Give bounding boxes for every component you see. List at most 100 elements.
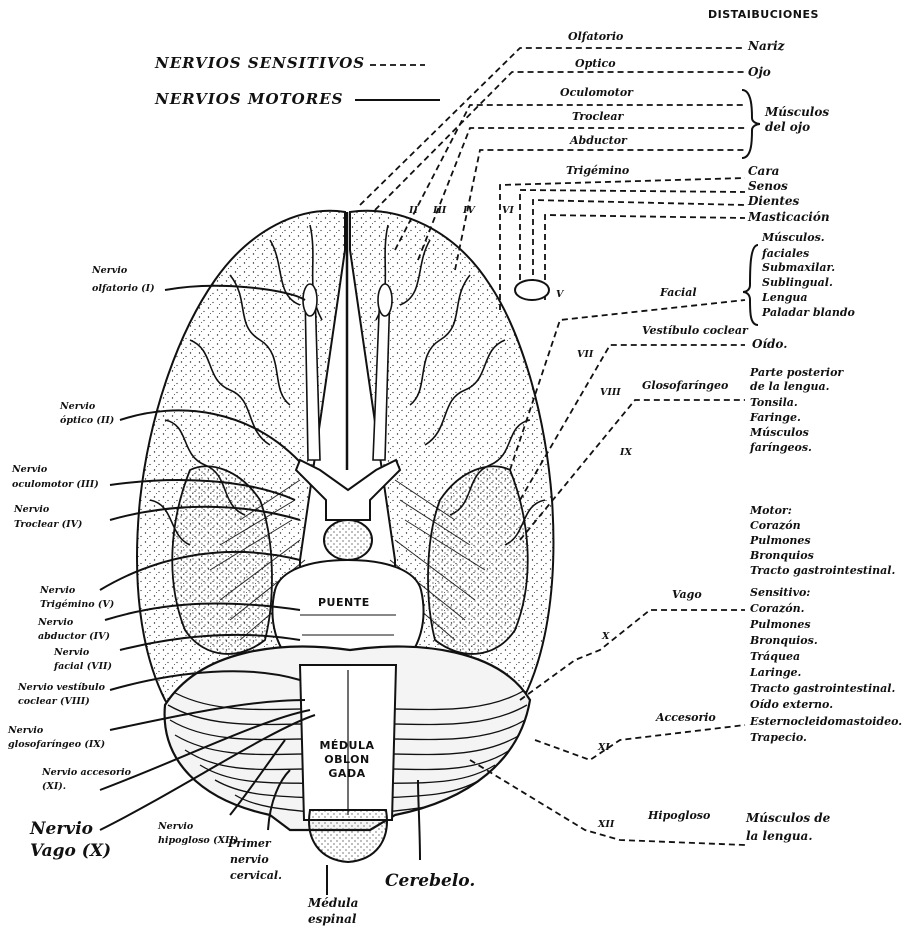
nerve-vestibulo-coclear: Vestíbulo coclear <box>642 325 748 337</box>
label-oculomotor-1: Nervio <box>12 465 47 475</box>
dist-facial-5: Lengua <box>762 292 808 304</box>
distributions-title: DISTAIBUCIONES <box>708 9 819 21</box>
label-facial-1: Nervio <box>54 648 89 658</box>
dist-ojo: Ojo <box>748 66 771 79</box>
label-puente: PUENTE <box>318 597 370 609</box>
roman-ii: II <box>409 206 418 216</box>
dist-dientes: Dientes <box>748 195 799 208</box>
dist-glosso-2: de la lengua. <box>750 381 829 393</box>
dist-vago-3: Pulmones <box>750 535 811 547</box>
label-optico-1: Nervio <box>60 402 95 412</box>
roman-vi: VI <box>502 206 514 216</box>
dist-glosso-6: faríngeos. <box>750 442 812 454</box>
label-glosofaringeo-2: glosofaríngeo (IX) <box>8 740 105 750</box>
roman-viii: VIII <box>600 388 621 398</box>
legend-motor: NERVIOS MOTORES <box>155 91 343 108</box>
roman-xi: XI <box>598 743 610 753</box>
dist-glosso-5: Músculos <box>750 427 809 439</box>
dist-vago-10: Tráquea <box>750 651 800 663</box>
dist-vago-8: Pulmones <box>750 619 811 631</box>
dist-vago-7: Corazón. <box>750 603 804 615</box>
dist-facial-2: faciales <box>762 248 809 260</box>
optic-chiasm <box>296 460 400 560</box>
dist-hipogloso-1: Músculos de <box>746 812 830 825</box>
spinal-cord <box>309 810 387 862</box>
label-optico-2: óptico (II) <box>60 416 114 426</box>
legend-sensory: NERVIOS SENSITIVOS <box>155 55 365 72</box>
dist-hipogloso-2: la lengua. <box>746 830 813 843</box>
dist-vago-1: Motor: <box>750 505 792 517</box>
dist-facial-6: Paladar blando <box>762 307 855 319</box>
label-troclear-2: Troclear (IV) <box>14 520 82 530</box>
roman-iii: III <box>433 206 446 216</box>
roman-x: X <box>602 632 609 642</box>
label-olfatorio-2: olfatorio (I) <box>92 284 155 294</box>
dist-glosso-4: Faringe. <box>750 412 801 424</box>
dist-musculos-ojo-2: del ojo <box>765 121 810 134</box>
dist-vago-9: Bronquios. <box>750 635 818 647</box>
dist-vago-6: Sensitivo: <box>750 587 810 599</box>
label-medula-espinal-2: espinal <box>308 913 356 926</box>
label-vago-2: Vago (X) <box>30 842 111 861</box>
dist-accesorio-1: Esternocleidomastoideo. <box>750 716 902 728</box>
dist-facial-4: Sublingual. <box>762 277 833 289</box>
label-vestibulo-2: coclear (VIII) <box>18 697 90 707</box>
nerve-optico: Optico <box>575 58 616 70</box>
label-facial-2: facial (VII) <box>54 662 112 672</box>
label-abductor-1: Nervio <box>38 618 73 628</box>
label-hipogloso-2: hipogloso (XII) <box>158 836 238 846</box>
label-troclear-1: Nervio <box>14 505 49 515</box>
label-cerebelo: Cerebelo. <box>385 872 475 891</box>
label-primer-2: nervio <box>230 854 269 866</box>
label-medula-1: MÉDULA <box>315 740 379 752</box>
dist-glosso-3: Tonsila. <box>750 397 798 409</box>
label-primer-3: cervical. <box>230 870 282 882</box>
dist-vago-12: Tracto gastrointestinal. <box>750 683 895 695</box>
nerve-trigemino: Trigémino <box>566 165 629 177</box>
roman-iv: IV <box>463 206 475 216</box>
dist-musculos-ojo-1: Músculos <box>765 106 829 119</box>
dist-vago-4: Bronquios <box>750 550 814 562</box>
nerve-oculomotor: Oculomotor <box>560 87 633 99</box>
roman-ix: IX <box>620 448 632 458</box>
label-hipogloso-1: Nervio <box>158 822 193 832</box>
label-glosofaringeo-1: Nervio <box>8 726 43 736</box>
dist-accesorio-2: Trapecio. <box>750 732 807 744</box>
nerve-olfatorio: Olfatorio <box>568 31 623 43</box>
nerve-vago: Vago <box>672 589 702 601</box>
label-trigemino-1: Nervio <box>40 586 75 596</box>
dist-vago-13: Oído externo. <box>750 699 833 711</box>
nerve-glosofaringeo: Glosofaríngeo <box>642 380 728 392</box>
nerve-abductor: Abductor <box>570 135 627 147</box>
dist-vago-2: Corazón <box>750 520 801 532</box>
dist-glosso-1: Parte posterior <box>750 367 843 379</box>
trigeminal-ganglion <box>515 280 549 300</box>
roman-v: V <box>556 290 563 300</box>
nerve-facial: Facial <box>660 287 697 299</box>
label-primer-1: Primer <box>228 838 271 850</box>
label-medula-2: OBLON <box>315 754 379 766</box>
label-abductor-2: abductor (IV) <box>38 632 110 642</box>
nerve-troclear: Troclear <box>572 111 623 123</box>
roman-xii: XII <box>598 820 614 830</box>
label-medula-espinal-1: Médula <box>308 897 358 910</box>
label-medula-3: GADA <box>315 768 379 780</box>
label-vestibulo-1: Nervio vestíbulo <box>18 683 105 693</box>
label-accesorio-1: Nervio accesorio <box>42 768 131 778</box>
label-accesorio-2: (XI). <box>42 782 66 792</box>
nerve-accesorio: Accesorio <box>656 712 716 724</box>
dist-facial-3: Submaxilar. <box>762 262 835 274</box>
label-olfatorio-1: Nervio <box>92 266 127 276</box>
roman-vii: VII <box>577 350 593 360</box>
label-trigemino-2: Trigémino (V) <box>40 600 114 610</box>
dist-nariz: Nariz <box>748 40 784 53</box>
dist-oido: Oído. <box>752 338 787 351</box>
dist-cara: Cara <box>748 165 779 178</box>
dist-senos: Senos <box>748 180 788 193</box>
label-vago-1: Nervio <box>30 820 93 839</box>
nerve-hipogloso: Hipogloso <box>648 810 710 822</box>
label-oculomotor-2: oculomotor (III) <box>12 480 99 490</box>
dist-facial-1: Músculos. <box>762 232 825 244</box>
